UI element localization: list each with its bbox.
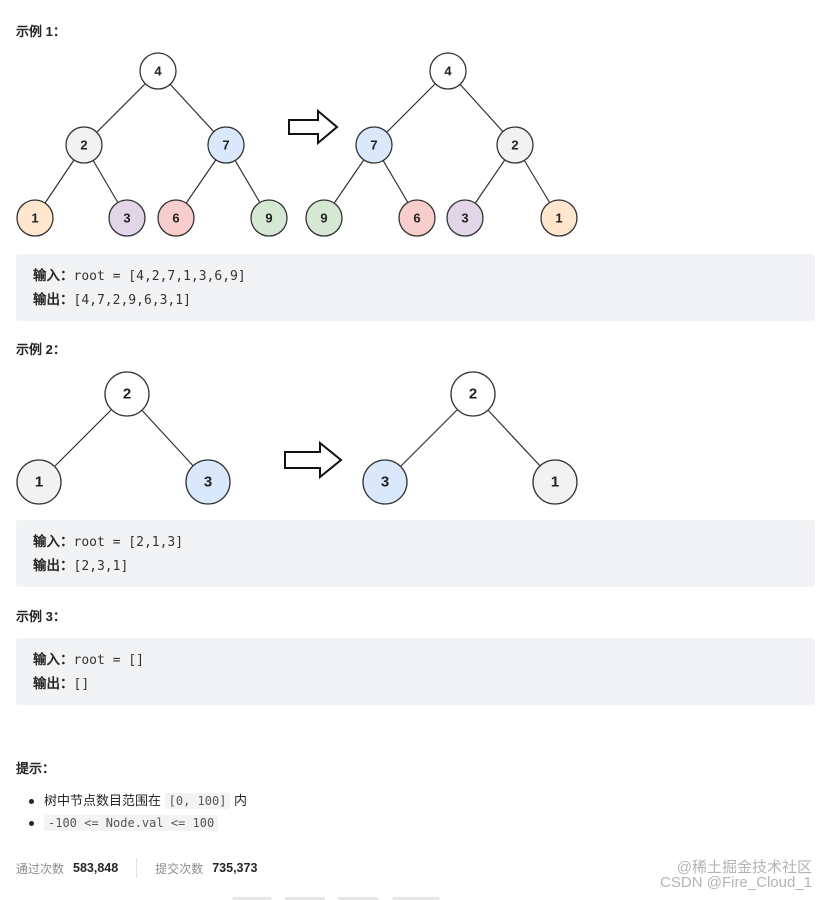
input-line: 输入：root = [] <box>33 648 815 672</box>
tree-node <box>139 52 177 90</box>
cropped-tab[interactable] <box>392 897 440 900</box>
tree-node <box>108 199 146 237</box>
node-label: 2 <box>123 386 131 403</box>
hint-item: -100 <= Node.val <= 100 <box>28 812 247 834</box>
tree-node <box>355 126 393 164</box>
output-line: 输出：[2,3,1] <box>33 554 815 578</box>
node-label: 7 <box>222 138 229 153</box>
tree-node <box>104 371 150 417</box>
node-label: 1 <box>551 474 559 491</box>
tree-node <box>185 459 231 505</box>
node-label: 3 <box>381 474 389 491</box>
watermark-juejin: @稀土掘金技术社区 <box>676 859 812 876</box>
hint-code: [0, 100] <box>164 793 231 809</box>
tree-node <box>305 199 343 237</box>
output-label: 输出： <box>33 676 74 692</box>
example-1-diagram: 4 2 7 1 3 6 9 4 7 2 9 6 3 1 <box>16 52 578 237</box>
tree-node <box>16 459 62 505</box>
transform-arrow-icon <box>288 108 339 146</box>
output-line: 输出：[4,7,2,9,6,3,1] <box>33 288 815 312</box>
cropped-tab[interactable] <box>285 897 325 900</box>
output-line: 输出：[] <box>33 672 815 696</box>
node-label: 7 <box>370 138 377 153</box>
example-2-code: 输入：root = [2,1,3] 输出：[2,3,1] <box>16 520 815 587</box>
hints-title: 提示： <box>16 761 56 776</box>
output-label: 输出： <box>33 292 74 308</box>
hints-list: 树中节点数目范围在 [0, 100] 内 -100 <= Node.val <=… <box>28 790 248 834</box>
output-value: [4,7,2,9,6,3,1] <box>73 293 191 308</box>
node-label: 9 <box>265 211 272 226</box>
input-line: 输入：root = [2,1,3] <box>33 530 815 554</box>
tree-node <box>540 199 578 237</box>
node-label: 3 <box>123 211 130 226</box>
output-value: [2,3,1] <box>73 559 129 574</box>
node-label: 6 <box>413 211 420 226</box>
input-label: 输入： <box>33 652 74 668</box>
submitted-label: 提交次数 <box>155 861 204 876</box>
tree-node <box>446 199 484 237</box>
cropped-tab[interactable] <box>338 897 378 900</box>
hint-text: 内 <box>230 793 248 808</box>
example-3-code: 输入：root = [] 输出：[] <box>16 638 815 705</box>
transform-arrow-icon <box>284 440 343 480</box>
example-1-code: 输入：root = [4,2,7,1,3,6,9] 输出：[4,7,2,9,6,… <box>16 254 815 321</box>
tree-node <box>398 199 436 237</box>
submitted-count: 735,373 <box>212 861 258 875</box>
hint-code: -100 <= Node.val <= 100 <box>44 815 219 831</box>
example-3-title: 示例 3： <box>16 609 66 624</box>
output-label: 输出： <box>33 558 74 574</box>
input-value: root = [2,1,3] <box>73 535 184 550</box>
input-line: 输入：root = [4,2,7,1,3,6,9] <box>33 264 815 288</box>
stats-divider <box>136 858 138 878</box>
input-label: 输入： <box>33 268 74 284</box>
tree-node <box>362 459 408 505</box>
tree-node <box>16 199 54 237</box>
tree-node <box>157 199 195 237</box>
output-value: [] <box>73 677 90 692</box>
tree-node <box>207 126 245 164</box>
tree-node <box>250 199 288 237</box>
tree-node <box>429 52 467 90</box>
node-label: 6 <box>172 211 179 226</box>
tree-node <box>450 371 496 417</box>
hint-item: 树中节点数目范围在 [0, 100] 内 <box>28 790 248 812</box>
node-label: 3 <box>461 211 468 226</box>
node-label: 3 <box>204 474 212 491</box>
watermark-csdn: CSDN @Fire_Cloud_1 <box>660 874 812 891</box>
accepted-count: 583,848 <box>73 861 119 875</box>
hint-text: 树中节点数目范围在 <box>44 793 165 808</box>
node-label: 9 <box>320 211 327 226</box>
example-2-diagram: 2 1 3 2 3 1 <box>16 371 578 505</box>
input-label: 输入： <box>33 534 74 550</box>
input-value: root = [4,2,7,1,3,6,9] <box>73 269 246 284</box>
example-1-title: 示例 1： <box>16 24 66 39</box>
cropped-tab[interactable] <box>232 897 272 900</box>
example-2-title: 示例 2： <box>16 342 66 357</box>
node-label: 2 <box>469 386 477 403</box>
node-label: 1 <box>31 211 38 226</box>
node-label: 2 <box>80 138 87 153</box>
node-label: 1 <box>555 211 562 226</box>
node-label: 2 <box>511 138 518 153</box>
input-value: root = [] <box>73 653 144 668</box>
node-label: 1 <box>35 474 43 491</box>
tree-node <box>496 126 534 164</box>
submission-stats: 通过次数 583,848 提交次数 735,373 <box>16 858 257 878</box>
node-label: 4 <box>444 64 452 79</box>
tree-node <box>65 126 103 164</box>
accepted-label: 通过次数 <box>16 861 65 876</box>
tree-node <box>532 459 578 505</box>
node-label: 4 <box>154 64 162 79</box>
